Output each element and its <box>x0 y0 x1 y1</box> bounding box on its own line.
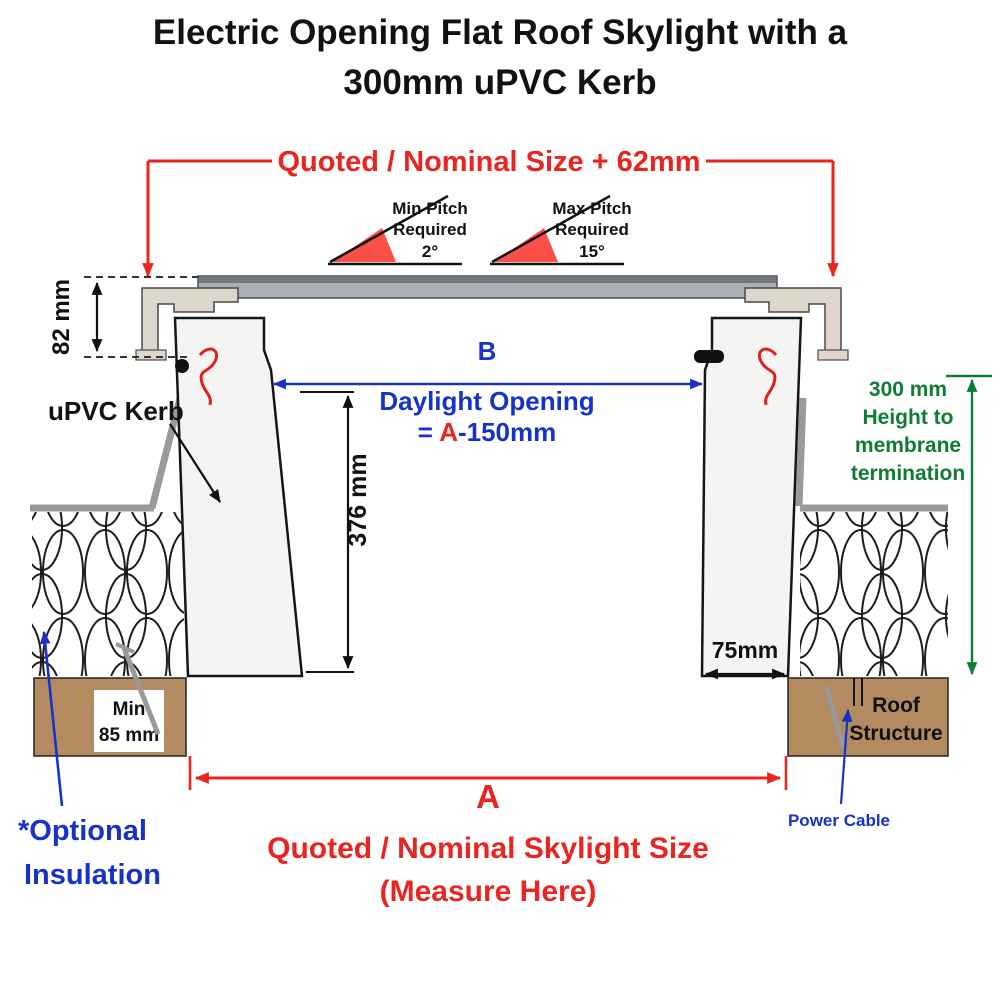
min-depth-line2: 85 mm <box>99 725 159 746</box>
min-pitch-subtitle: Required <box>393 220 467 239</box>
upvc-kerb-label: uPVC Kerb <box>48 396 184 426</box>
daylight-equation: = A-150mm <box>418 417 557 447</box>
dimA-label: Quoted / Nominal Skylight Size <box>267 832 709 865</box>
insulation-left <box>32 512 184 676</box>
page-title-line2: 300mm uPVC Kerb <box>343 63 656 102</box>
max-pitch-hypotenuse <box>491 194 611 264</box>
frame-left-foot <box>135 349 167 361</box>
fixing-screw-head <box>115 642 135 654</box>
membrane-right-upstand <box>795 397 807 507</box>
min-pitch-hypotenuse <box>329 194 449 264</box>
optional-insulation-line2: Insulation <box>24 859 161 891</box>
daylight-letter: B <box>478 336 497 366</box>
max-pitch-subtitle: Required <box>555 220 629 239</box>
fixing-screw <box>121 647 161 735</box>
daylight-eq-a: A <box>439 417 458 447</box>
dimA-letter: A <box>476 778 500 815</box>
min-pitch-value: 2° <box>422 242 438 261</box>
dim82-label: 82 mm <box>48 279 75 355</box>
roof-structure-line2: Structure <box>849 722 942 745</box>
daylight-label: Daylight Opening <box>379 386 594 416</box>
power-cable-label: Power Cable <box>788 811 890 830</box>
optional-insulation-pointer <box>39 630 64 807</box>
dim300-line3: membrane <box>855 434 961 457</box>
opening-clip-right <box>757 347 778 406</box>
min-pitch-indicator: Min Pitch Required 2° <box>328 194 468 266</box>
max-pitch-value: 15° <box>579 242 605 261</box>
max-pitch-wedge <box>494 228 558 262</box>
membrane-left-upstand <box>148 397 184 509</box>
upvc-kerb-pointer <box>169 423 221 503</box>
power-cable-pointer <box>839 708 853 805</box>
dimA-sublabel: (Measure Here) <box>380 875 597 908</box>
latch-right <box>694 350 724 363</box>
daylight-eq-suffix: -150mm <box>458 417 556 447</box>
top-dimension-label: Quoted / Nominal Size + 62mm <box>277 146 700 178</box>
glazing-top-surface <box>199 277 776 283</box>
max-pitch-indicator: Max Pitch Required 15° <box>490 194 632 266</box>
opening-clip-left <box>198 347 219 406</box>
hinge-left <box>175 359 189 373</box>
optional-insulation-line1: *Optional <box>18 815 147 847</box>
kerb-wall-left <box>173 316 304 678</box>
min-pitch-title: Min Pitch <box>392 199 468 218</box>
power-cable-line <box>823 685 847 751</box>
dim300-line2: Height to <box>863 406 954 429</box>
insulation-right <box>800 512 948 676</box>
roof-structure-line1: Roof <box>872 694 921 717</box>
dim300-line1: 300 mm <box>869 378 947 401</box>
frame-right-foot <box>817 349 849 361</box>
dim376-label: 376 mm <box>344 453 372 546</box>
max-pitch-title: Max Pitch <box>552 199 631 218</box>
min-depth-line1: Min <box>113 699 146 720</box>
dim75-label: 75mm <box>712 637 778 663</box>
min-pitch-wedge <box>332 228 396 262</box>
page-title-line1: Electric Opening Flat Roof Skylight with… <box>153 13 848 52</box>
daylight-eq-prefix: = <box>418 417 439 447</box>
kerb-wall-right <box>700 316 803 678</box>
roof-structure-right <box>787 677 949 757</box>
dim300-line4: termination <box>851 462 965 485</box>
